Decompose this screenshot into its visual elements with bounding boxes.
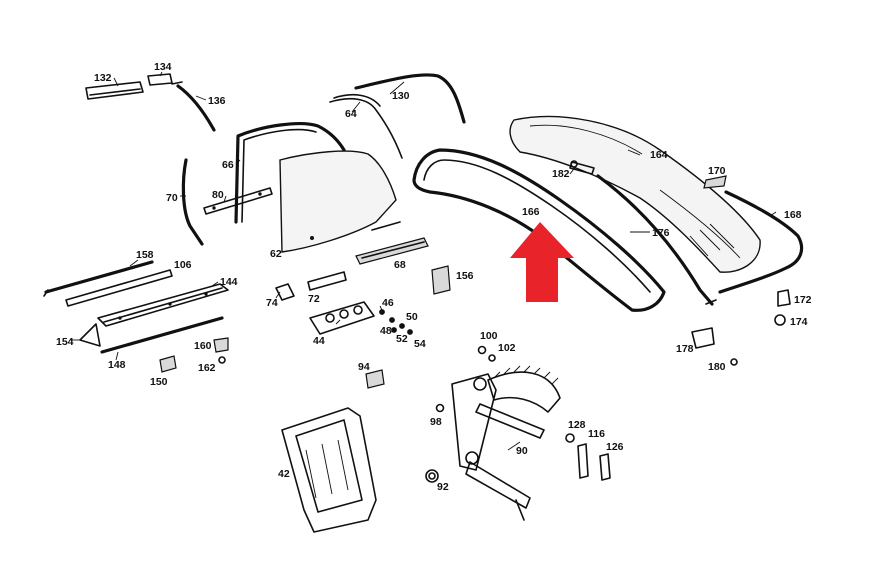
window-channel-64 [329,93,403,159]
lock-plate-44 [309,301,375,335]
nut-100 [477,345,487,355]
trim-strip-106 [65,269,173,307]
washer-102 [488,354,496,362]
label-80: 80 [212,189,224,201]
window-seal-166 [412,148,666,312]
label-46: 46 [382,297,394,309]
highlight-arrow [510,222,574,302]
label-180: 180 [708,361,726,373]
trim-strip-132 [85,81,144,100]
part-labels: 132 134 136 130 64 66 70 80 62 68 164 17… [56,61,812,493]
washer-128 [565,433,575,443]
trim-strip-136 [171,81,216,132]
clip-150 [159,355,177,373]
label-74: 74 [266,297,278,309]
label-130: 130 [392,90,410,102]
label-52: 52 [396,333,408,345]
vertical-strip-70 [181,158,204,246]
seal-strip-176 [596,174,717,306]
cover-156 [431,265,451,295]
screw-180 [730,358,738,366]
label-54: 54 [414,338,426,350]
label-72: 72 [308,293,320,305]
label-100: 100 [480,330,498,342]
door-panel-42 [281,407,377,533]
clip-74 [275,283,295,301]
clip-160 [213,337,229,353]
cap-174 [774,314,786,326]
label-62: 62 [270,248,282,260]
glass-channel-68 [355,237,429,265]
label-94: 94 [358,361,370,373]
label-92: 92 [437,481,449,493]
label-70: 70 [166,192,178,204]
bracket-172 [777,289,791,307]
label-164: 164 [650,149,668,161]
label-126: 126 [606,441,624,453]
label-154: 154 [56,336,74,348]
bolt-98 [435,403,445,413]
label-158: 158 [136,249,154,261]
label-116: 116 [588,428,605,440]
window-frame-66 [234,122,346,224]
label-162: 162 [198,362,216,374]
label-150: 150 [150,376,168,388]
label-134: 134 [154,61,172,73]
label-102: 102 [498,342,516,354]
label-156: 156 [456,270,474,282]
fasteners-46-54 [379,309,413,335]
label-50: 50 [406,311,418,323]
label-42: 42 [278,468,290,480]
label-48: 48 [380,325,392,337]
label-68: 68 [394,259,406,271]
link-126 [599,453,611,481]
trim-strip-158 [43,260,154,297]
spring-92 [425,469,439,483]
label-144: 144 [220,276,238,288]
bracket-178 [691,327,715,349]
link-116 [577,443,589,479]
rail-144 [97,283,229,327]
trim-strip-148 [100,316,224,354]
label-64: 64 [345,108,357,120]
label-176: 176 [652,227,670,239]
label-44: 44 [313,335,325,347]
rear-window-glass-164 [509,115,761,273]
label-168: 168 [784,209,802,221]
clip-94 [365,369,385,389]
label-66: 66 [222,159,234,171]
bracket-154 [79,323,101,347]
roof-strip-130 [354,73,466,124]
window-regulator-90 [451,365,561,521]
label-132: 132 [94,72,112,84]
label-98: 98 [430,416,442,428]
leader-lines [70,71,777,451]
window-glass-62 [279,150,401,253]
label-148: 148 [108,359,126,371]
label-182: 182 [552,168,570,180]
pad-170 [703,175,727,189]
label-170: 170 [708,165,726,177]
screw-162 [218,356,226,364]
trim-clip-134 [147,73,173,86]
label-178: 178 [676,343,694,355]
label-172: 172 [794,294,812,306]
label-166: 166 [522,206,540,218]
guide-strip-80 [203,187,273,215]
label-174: 174 [790,316,808,328]
label-106: 106 [174,259,192,271]
label-160: 160 [194,340,212,352]
label-128: 128 [568,419,586,431]
bar-72 [307,271,347,291]
seal-strip-168 [718,190,804,294]
label-90: 90 [516,445,528,457]
clip-182 [569,160,595,175]
label-136: 136 [208,95,226,107]
